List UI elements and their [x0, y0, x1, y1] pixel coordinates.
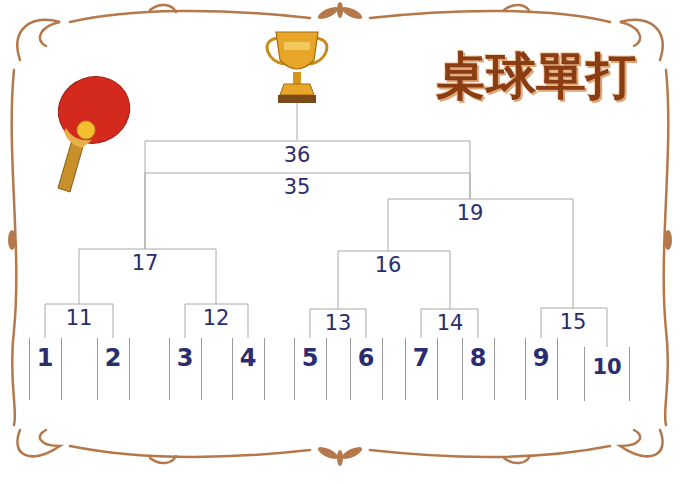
trophy-stem	[293, 72, 301, 84]
match-number: 13	[321, 309, 356, 336]
trophy-pedestal	[280, 84, 314, 95]
corner-curl	[17, 20, 60, 60]
number-label: 11	[66, 306, 93, 330]
number-label: 15	[560, 310, 587, 334]
title-text: 桌球單打	[436, 46, 636, 106]
trophy	[267, 32, 327, 103]
title-text: 桌球單打	[436, 47, 636, 105]
trophy-stand-line	[297, 103, 298, 140]
ornament-leaf	[316, 445, 339, 462]
trophy-base	[278, 95, 316, 103]
player-slot: 8	[462, 338, 495, 400]
player-slot: 9	[525, 338, 558, 400]
corner-curl	[17, 430, 60, 456]
border-curl	[150, 5, 176, 12]
border-ornament	[8, 2, 672, 466]
trophy-cup	[276, 32, 318, 69]
border-scroll	[370, 446, 610, 457]
player-slot: 5	[294, 338, 327, 400]
match-number: 17	[128, 249, 163, 276]
border-scroll	[70, 11, 310, 22]
border-curl	[150, 456, 176, 463]
player-slot: 7	[405, 338, 438, 400]
number-label: 4	[240, 344, 257, 372]
number-label: 3	[177, 344, 194, 372]
trophy-plate	[284, 42, 310, 50]
bracket-line	[145, 141, 297, 249]
corner-curl	[620, 430, 663, 456]
match-number: 14	[433, 309, 468, 336]
number-label: 13	[325, 311, 352, 335]
number-label: 1	[37, 344, 54, 372]
ornament-leaf	[340, 445, 363, 462]
player-slot: 1	[29, 338, 62, 400]
match-number: 11	[62, 304, 97, 331]
number-label: 5	[302, 344, 319, 372]
table-tennis-paddle	[49, 67, 139, 192]
border-curl	[504, 5, 530, 12]
player-slot: 10	[584, 347, 630, 401]
bracket-line	[297, 141, 470, 199]
ornament-leaf	[340, 5, 363, 22]
ornament-leaf	[337, 2, 343, 18]
ornament-leaf	[664, 230, 672, 250]
bracket-line	[145, 173, 297, 249]
number-label: 6	[358, 344, 375, 372]
number-label: 7	[413, 344, 430, 372]
match-number: 35	[280, 173, 315, 200]
frame-border	[12, 5, 669, 463]
border-curl	[504, 456, 530, 463]
number-label: 10	[592, 353, 621, 381]
ball	[77, 121, 95, 139]
number-label: 35	[284, 175, 311, 199]
number-label: 16	[375, 253, 402, 277]
border-scroll	[70, 446, 310, 457]
match-number: 12	[199, 304, 234, 331]
number-label: 12	[203, 306, 230, 330]
number-label: 8	[470, 344, 487, 372]
number-label: 36	[284, 143, 311, 167]
player-slot: 2	[97, 338, 130, 400]
match-number: 19	[453, 199, 488, 226]
player-slot: 6	[350, 338, 383, 400]
match-number: 16	[371, 251, 406, 278]
number-label: 19	[457, 201, 484, 225]
number-label: 9	[533, 344, 550, 372]
match-number: 15	[556, 308, 591, 335]
player-slot: 4	[232, 338, 265, 400]
bracket-line	[470, 199, 573, 308]
paddle-handle	[58, 140, 84, 192]
bracket-line	[297, 173, 470, 199]
match-number: 36	[280, 141, 315, 168]
number-label: 2	[105, 344, 122, 372]
number-label: 17	[132, 251, 159, 275]
ornament-leaf	[8, 230, 16, 250]
border-scroll	[370, 11, 610, 22]
number-label: 14	[437, 311, 464, 335]
player-slot: 3	[169, 338, 202, 400]
ornament-leaf	[316, 5, 339, 22]
ornament-leaf	[337, 450, 343, 466]
paddle-blade	[49, 67, 139, 154]
